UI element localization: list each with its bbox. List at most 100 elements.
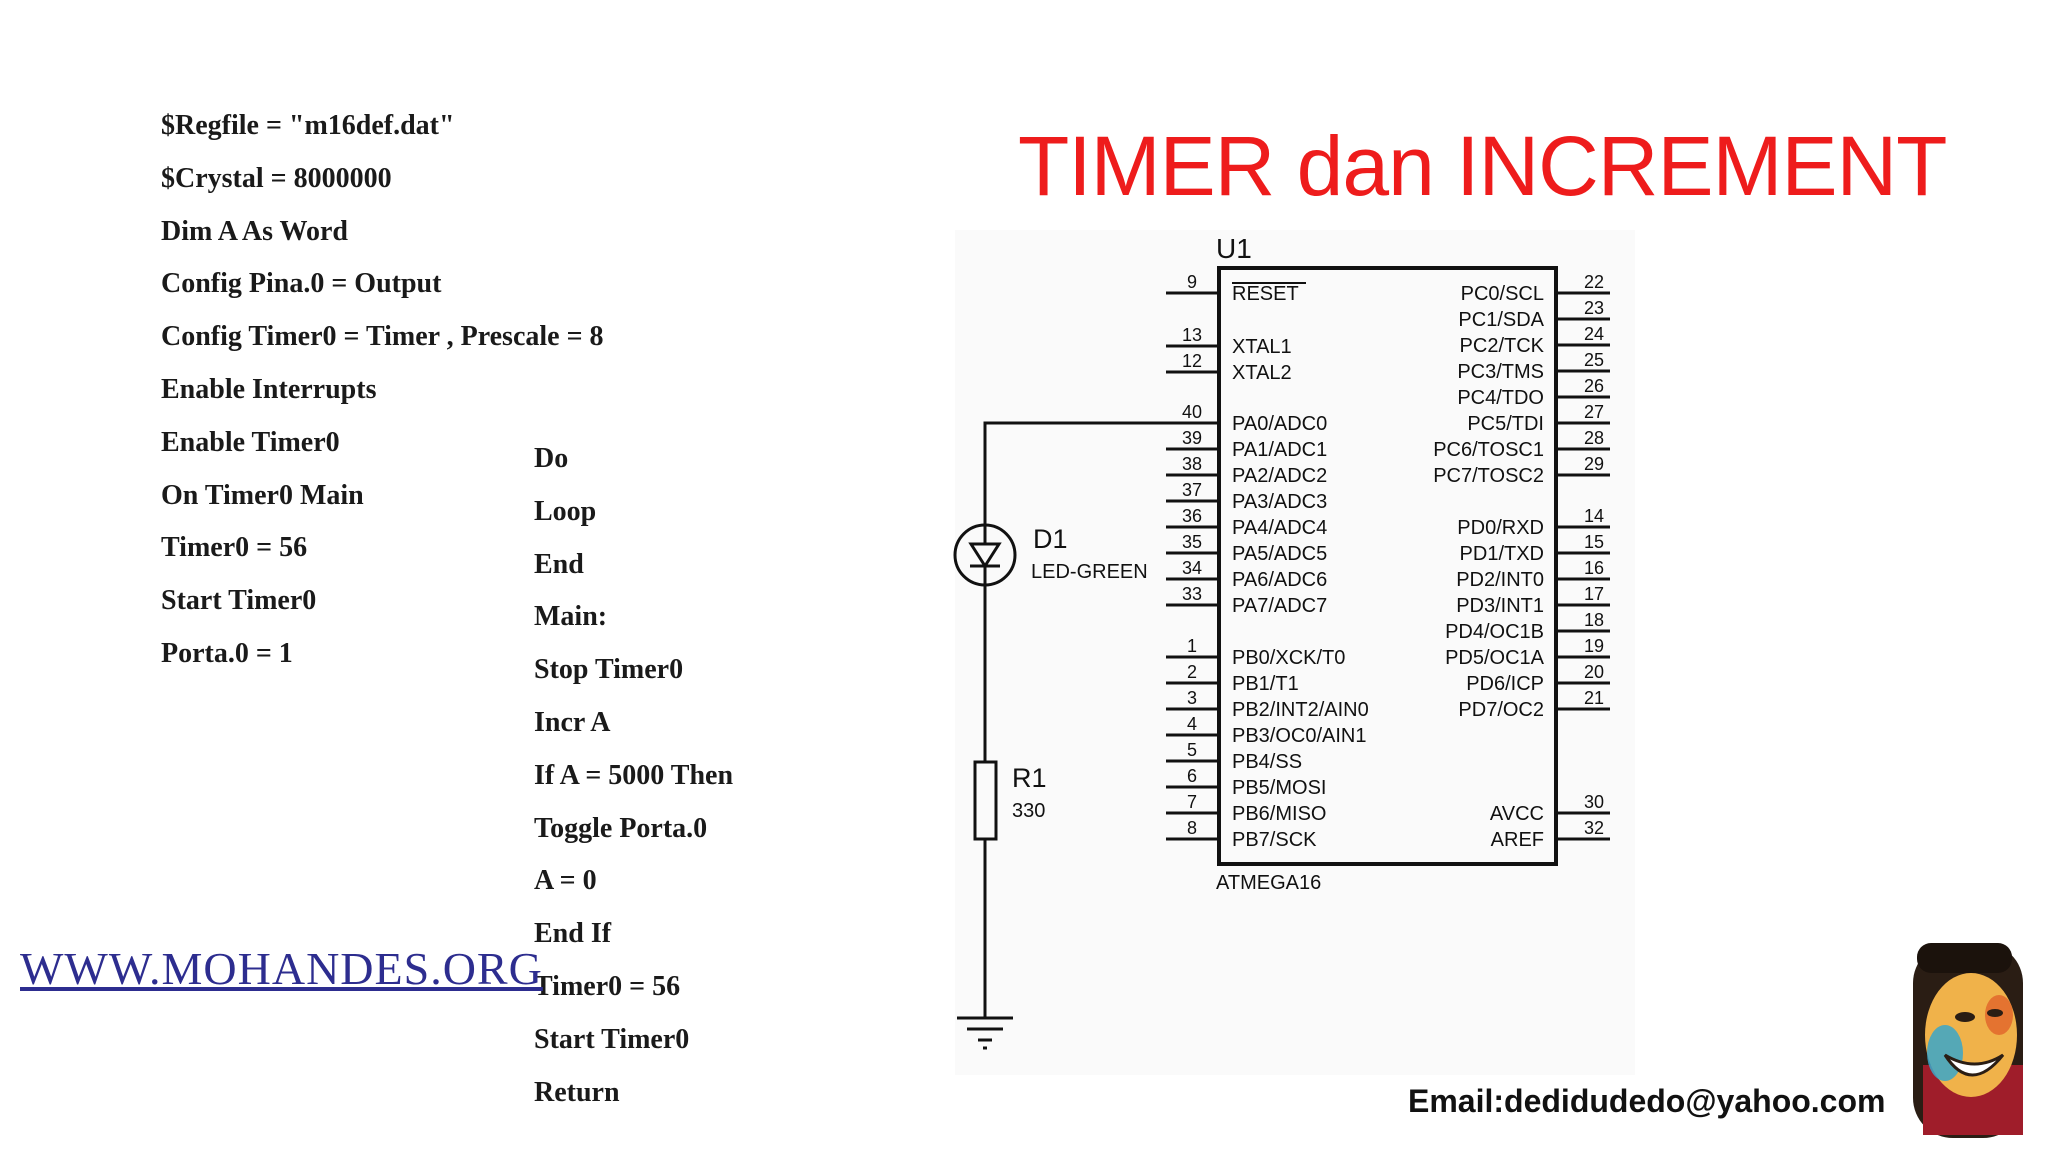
pin-number: 38 (1182, 454, 1202, 474)
pin-number: 2 (1187, 662, 1197, 682)
pin-label: PC5/TDI (1467, 413, 1544, 435)
pin-number: 36 (1182, 506, 1202, 526)
pin-number: 27 (1584, 402, 1604, 422)
code-line: End If (534, 918, 612, 950)
code-line: Enable Interrupts (161, 374, 377, 405)
pin-label: RESET (1232, 283, 1299, 305)
pin-number: 15 (1584, 532, 1604, 552)
pin-label: PD1/TXD (1460, 543, 1544, 565)
pin-label: PC7/TOSC2 (1433, 465, 1544, 487)
resistor-body (973, 760, 998, 841)
pin-number: 20 (1584, 662, 1604, 682)
pin-label: PD3/INT1 (1456, 595, 1544, 617)
pin-label: PD2/INT0 (1456, 569, 1544, 591)
pin-label: XTAL1 (1232, 336, 1292, 358)
author-avatar (1913, 943, 2023, 1138)
pin-label: PA0/ADC0 (1232, 413, 1327, 435)
pin-label: PA7/ADC7 (1232, 595, 1327, 617)
pin-label: PC2/TCK (1460, 335, 1545, 357)
code-line: Incr A (534, 707, 611, 738)
code-line: Stop Timer0 (534, 654, 684, 686)
pin-label: PD7/OC2 (1458, 699, 1544, 721)
pin-label: PB3/OC0/AIN1 (1232, 725, 1367, 747)
code-line: Config Pina.0 = Output (161, 268, 442, 300)
pin-label: PB7/SCK (1232, 829, 1317, 851)
pin-number: 19 (1584, 636, 1604, 656)
code-line: Enable Timer0 (161, 426, 340, 458)
code-line: Toggle Porta.0 (534, 812, 708, 844)
right-pin-group: 22PC0/SCL23PC1/SDA24PC2/TCK25PC3/TMS26PC… (1433, 272, 1610, 851)
slide-title: TIMER dan INCREMENT (1018, 119, 1947, 213)
pin-label: PB0/XCK/T0 (1232, 647, 1345, 669)
pin-number: 22 (1584, 272, 1604, 292)
pin-number: 18 (1584, 610, 1604, 630)
pin-label: PA1/ADC1 (1232, 439, 1327, 461)
code-line: On Timer0 Main (161, 479, 364, 511)
pin-number: 21 (1584, 688, 1604, 708)
pin-label: PB1/T1 (1232, 673, 1299, 695)
resistor-ref-label: R1 (1012, 763, 1047, 793)
pin-number: 23 (1584, 298, 1604, 318)
pin-label: AVCC (1490, 803, 1544, 825)
pin-number: 5 (1187, 740, 1197, 760)
code-line: Main: (534, 601, 608, 633)
pin-number: 40 (1182, 402, 1202, 422)
pin-number: 28 (1584, 428, 1604, 448)
pin-label: PD6/ICP (1466, 673, 1544, 695)
pin-number: 12 (1182, 351, 1202, 371)
pin-label: PB5/MOSI (1232, 777, 1326, 799)
pin-label: PA4/ADC4 (1232, 517, 1327, 539)
pin-label: PC4/TDO (1457, 387, 1544, 409)
pin-number: 8 (1187, 818, 1197, 838)
resistor-value-label: 330 (1012, 800, 1045, 822)
website-link[interactable]: WWW.MOHANDES.ORG (20, 943, 543, 994)
pin-number: 6 (1187, 766, 1197, 786)
pin-number: 29 (1584, 454, 1604, 474)
code-line: If A = 5000 Then (534, 759, 734, 791)
pin-label: PA3/ADC3 (1232, 491, 1327, 513)
contact-email: Email:dedidudedo@yahoo.com (1408, 1083, 1886, 1119)
pin-number: 25 (1584, 350, 1604, 370)
pin-number: 14 (1584, 506, 1604, 526)
pin-label: PA5/ADC5 (1232, 543, 1327, 565)
pin-label: PC3/TMS (1457, 361, 1544, 383)
pin-label: PA6/ADC6 (1232, 569, 1327, 591)
code-line: Timer0 = 56 (161, 532, 308, 564)
pin-label: PD5/OC1A (1445, 647, 1545, 669)
pin-label: PB4/SS (1232, 751, 1302, 773)
pin-label: PB6/MISO (1232, 803, 1326, 825)
pin-number: 17 (1584, 584, 1604, 604)
pin-number: 37 (1182, 480, 1202, 500)
code-line: Start Timer0 (534, 1023, 690, 1055)
pin-number: 33 (1182, 584, 1202, 604)
chip-body (1217, 266, 1558, 866)
pin-number: 3 (1187, 688, 1197, 708)
code-line: Porta.0 = 1 (161, 638, 293, 669)
pin-number: 34 (1182, 558, 1202, 578)
code-line: Start Timer0 (161, 585, 317, 617)
pin-number: 30 (1584, 792, 1604, 812)
code-line: Return (534, 1076, 620, 1108)
pin-number: 24 (1584, 324, 1604, 344)
code-line: Do (534, 443, 569, 474)
pin-number: 35 (1182, 532, 1202, 552)
code-line: End (534, 548, 584, 580)
pin-number: 4 (1187, 714, 1197, 734)
pin-number: 1 (1187, 636, 1197, 656)
wire-pa0-to-led (983, 421, 1166, 525)
pin-label: AREF (1491, 829, 1544, 851)
pin-number: 16 (1584, 558, 1604, 578)
code-line: Config Timer0 = Timer , Prescale = 8 (161, 321, 604, 353)
pin-number: 26 (1584, 376, 1604, 396)
left-pin-group: 9RESET13XTAL112XTAL240PA0/ADC039PA1/ADC1… (1166, 272, 1369, 851)
pin-number: 32 (1584, 818, 1604, 838)
pin-label: XTAL2 (1232, 362, 1292, 384)
code-line: $Crystal = 8000000 (161, 162, 392, 194)
chip-ref-label: U1 (1216, 233, 1252, 264)
led-triangle (968, 542, 1002, 569)
pin-number: 13 (1182, 325, 1202, 345)
pin-label: PD4/OC1B (1445, 621, 1544, 643)
schematic-background (955, 230, 1635, 1075)
pin-number: 39 (1182, 428, 1202, 448)
